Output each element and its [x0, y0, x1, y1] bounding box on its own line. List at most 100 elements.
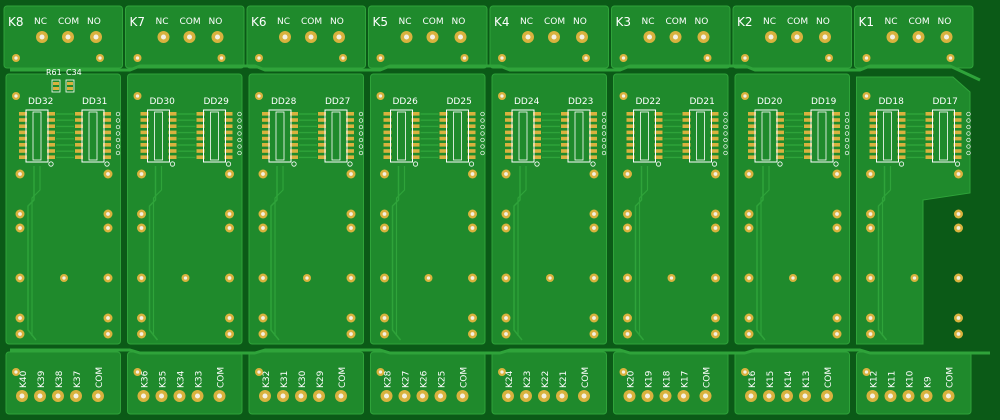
chip-body — [32, 111, 42, 161]
smd-pad — [832, 124, 840, 128]
pad-hole — [227, 172, 232, 176]
pad-hole — [106, 212, 110, 216]
test-point — [480, 150, 485, 156]
smd-pad — [467, 136, 476, 141]
pad-hole — [470, 212, 475, 216]
pad-hole — [912, 276, 917, 280]
smd-pad — [682, 130, 691, 135]
pad-hole — [956, 276, 961, 280]
pin1-marker — [534, 161, 540, 167]
test-point — [115, 131, 121, 136]
test-point — [844, 131, 850, 136]
smd-pad — [626, 149, 635, 153]
smd-pad — [561, 136, 569, 141]
smd-pad — [75, 136, 83, 141]
pad-hole — [822, 34, 828, 40]
vertical-trace — [881, 166, 892, 336]
smd-pad — [654, 143, 663, 147]
pad-hole — [644, 393, 651, 399]
smd-pad — [290, 143, 298, 147]
test-point — [115, 137, 121, 143]
nc-label: NC — [34, 17, 47, 27]
smd-pad — [140, 130, 149, 135]
smd-pad — [589, 149, 597, 153]
smd-pad — [103, 112, 111, 116]
pad-hole — [62, 276, 66, 280]
pad-hole — [135, 56, 140, 60]
pad-hole — [500, 370, 504, 374]
test-point — [723, 131, 728, 136]
pad-hole — [139, 226, 144, 230]
smd-pad — [925, 136, 934, 141]
test-point — [601, 137, 607, 143]
smd-pad — [262, 143, 270, 147]
copper-region-main — [127, 73, 243, 345]
smd-pad — [290, 136, 298, 141]
pad-hole — [349, 212, 353, 216]
pad-hole — [227, 276, 232, 280]
pad-hole — [95, 393, 101, 399]
smd-pad — [439, 130, 448, 135]
smd-pad — [196, 118, 205, 122]
pad-hole — [802, 393, 808, 399]
pad-hole — [305, 276, 309, 280]
relay-label: K1 — [859, 15, 875, 29]
pad-hole — [39, 34, 45, 40]
vertical-trace — [152, 166, 163, 336]
vertical-trace — [27, 166, 37, 341]
smd-pad — [832, 118, 840, 122]
smd-pad — [710, 143, 719, 147]
pin1-marker — [225, 161, 232, 167]
no-label: NO — [87, 17, 101, 27]
pad-hole — [382, 316, 387, 320]
smd-pad — [561, 118, 569, 122]
pad-hole — [625, 226, 630, 230]
smd-pad — [346, 155, 354, 159]
bottom-pin-label: K33 — [195, 371, 205, 388]
smd-pad — [168, 118, 177, 122]
smd-pad — [682, 143, 691, 147]
smd-pad — [804, 149, 812, 153]
pad-hole — [747, 172, 751, 176]
nc-label: NC — [520, 17, 533, 27]
smd-pad — [748, 130, 756, 135]
test-point — [480, 124, 485, 130]
smd-pad — [682, 149, 691, 153]
smd-pad — [776, 124, 784, 128]
relay-label: K6 — [251, 15, 267, 29]
smd-pad — [19, 143, 27, 147]
pad-hole — [504, 172, 508, 176]
pad-hole — [889, 34, 896, 40]
chip-label: DD23 — [568, 97, 593, 107]
smd-pad — [439, 143, 448, 147]
pad-hole — [186, 34, 193, 40]
copper-region-main — [734, 73, 850, 345]
pad-hole — [18, 332, 22, 336]
pad-hole — [135, 94, 140, 98]
test-point — [358, 118, 364, 123]
pad-hole — [14, 56, 18, 60]
test-point — [966, 131, 971, 136]
smd-pad — [383, 136, 392, 141]
nc-label: NC — [642, 17, 655, 27]
vertical-trace — [877, 166, 888, 341]
chip-body — [696, 111, 705, 161]
vertical-trace — [638, 166, 649, 336]
pad-hole — [868, 316, 873, 320]
pad-hole — [216, 393, 223, 399]
pad-hole — [401, 393, 408, 399]
smd-pad — [75, 112, 83, 116]
smd-pad — [439, 118, 448, 122]
pad-hole — [592, 316, 596, 320]
pad-hole — [470, 316, 475, 320]
chip-label: DD29 — [204, 97, 230, 107]
pad-hole — [349, 276, 353, 280]
pad-hole — [139, 276, 144, 280]
pad-hole — [18, 172, 22, 176]
bottom-pin-label: K38 — [55, 370, 65, 388]
pad-hole — [766, 393, 772, 399]
chip-body — [154, 111, 163, 161]
smd-pad — [748, 112, 756, 116]
smd-pad — [589, 112, 597, 116]
